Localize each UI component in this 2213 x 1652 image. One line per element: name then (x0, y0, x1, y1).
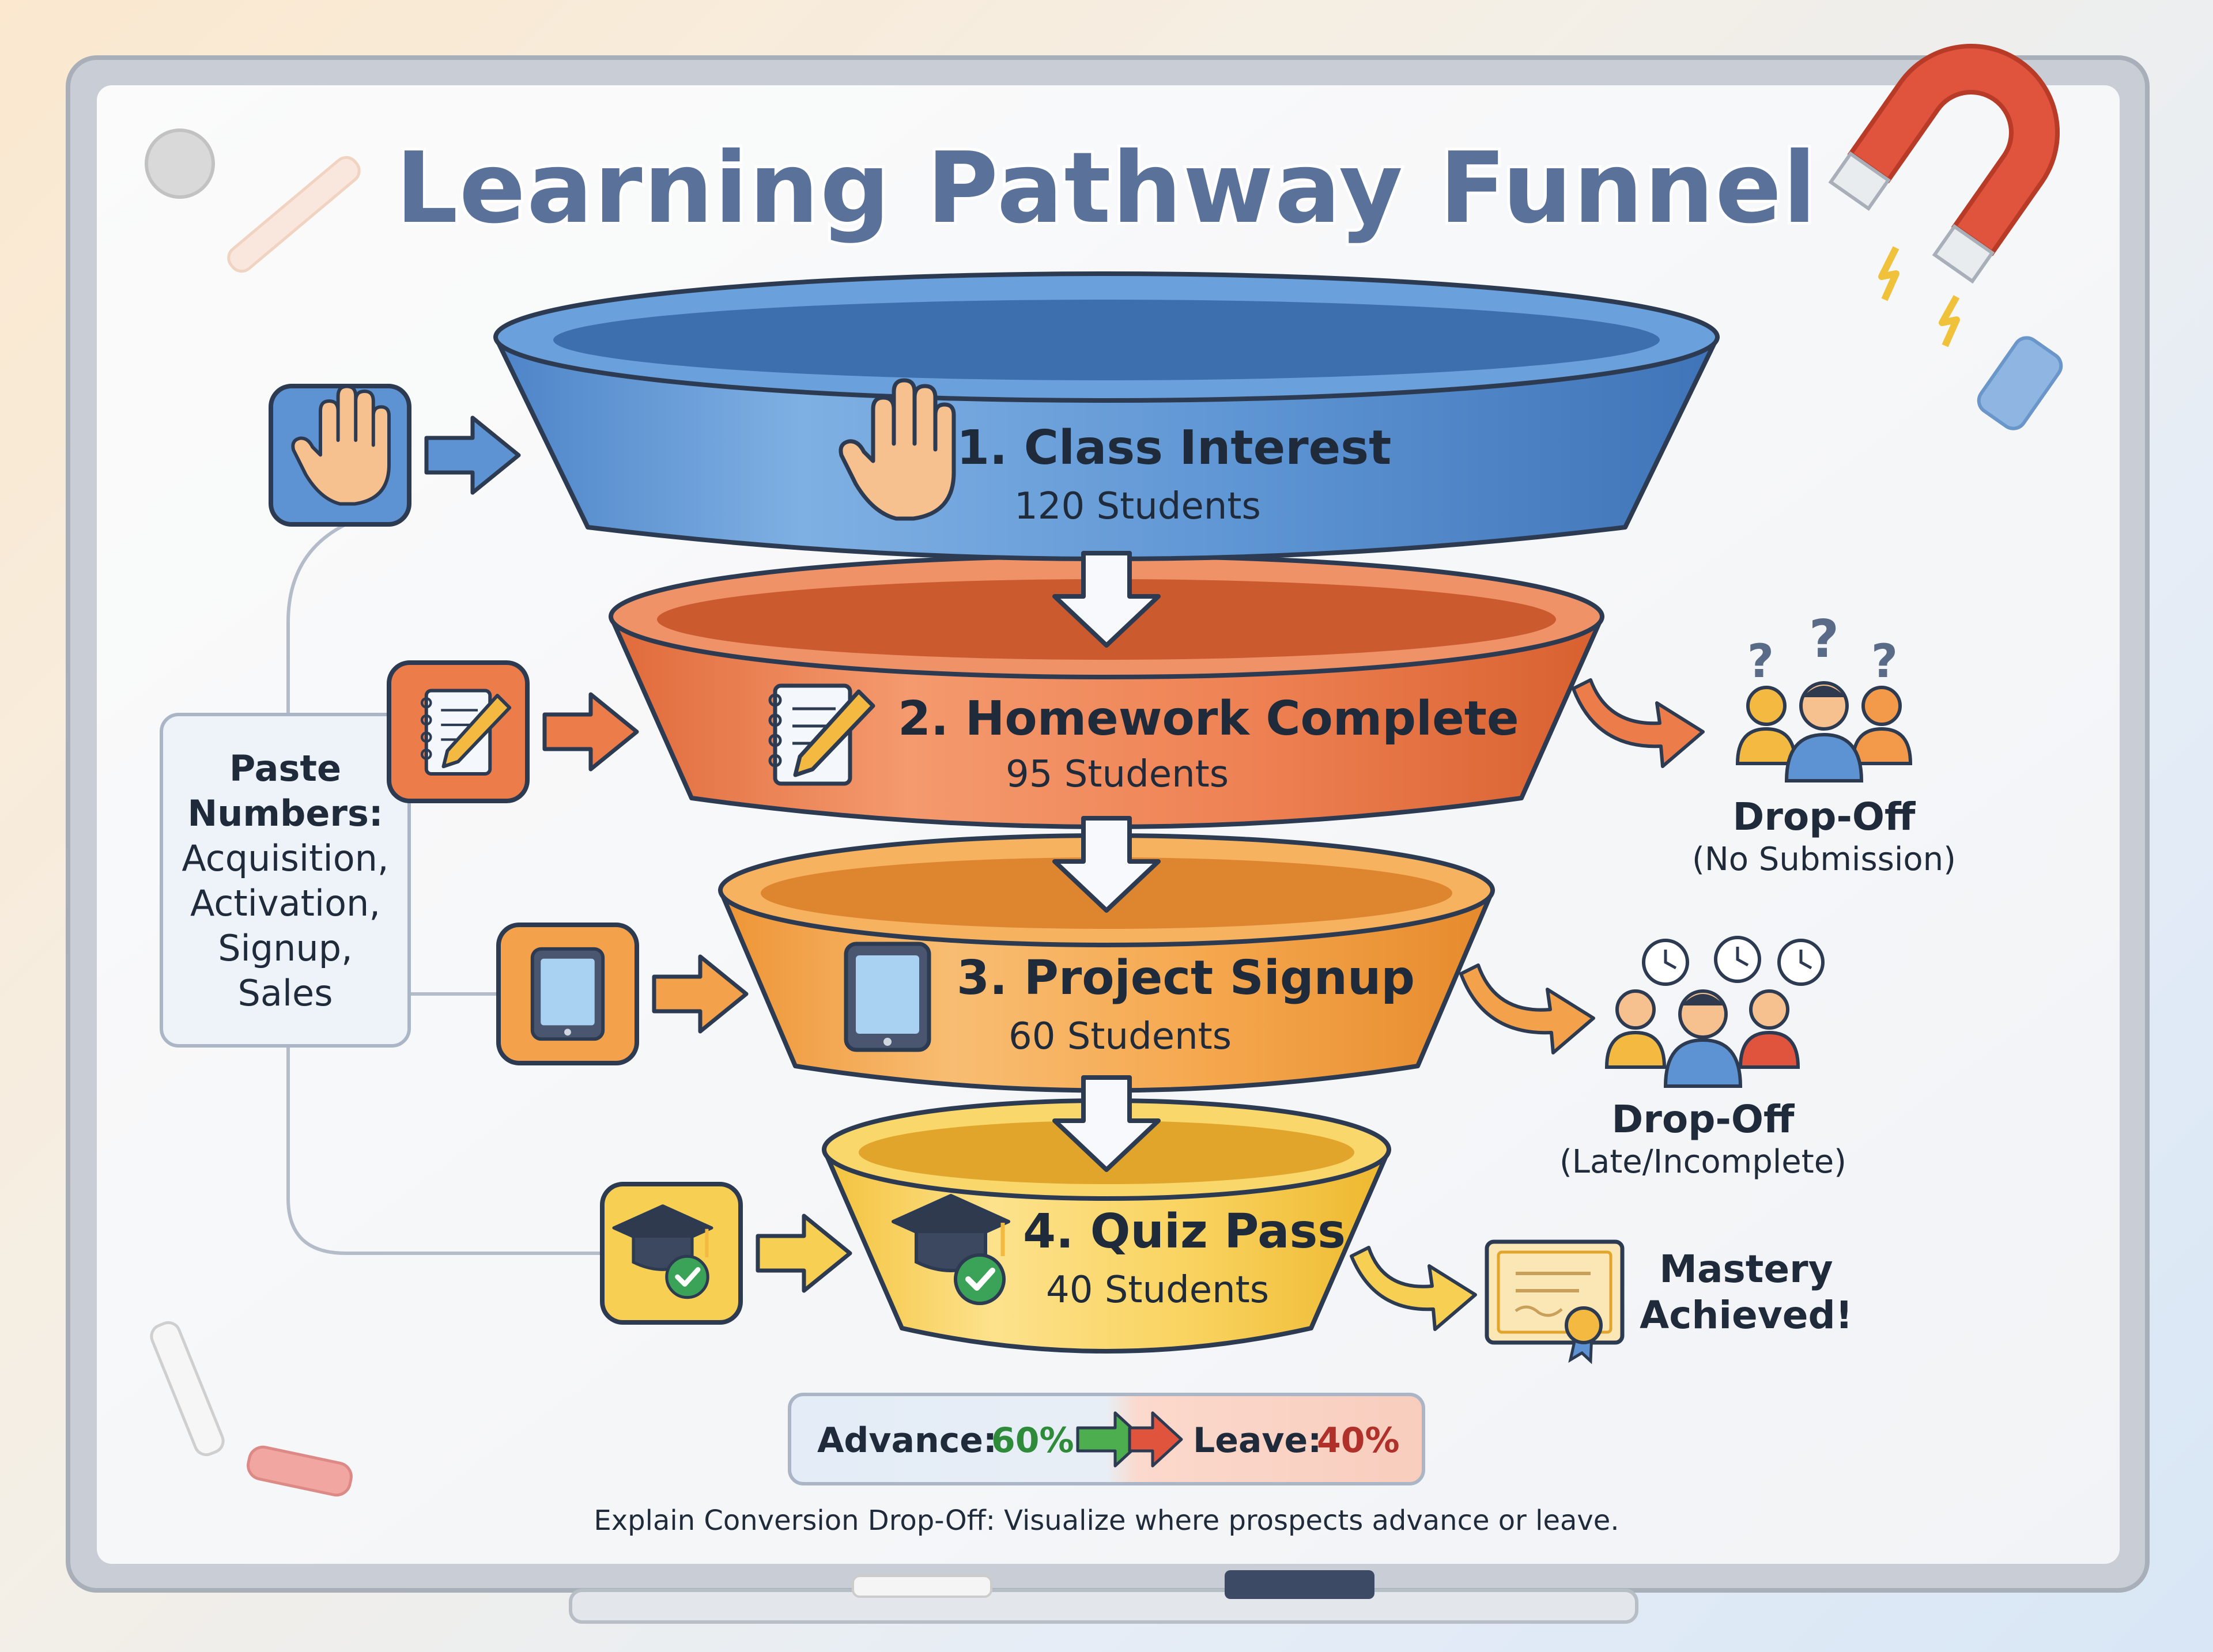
right-arrow-icon (424, 415, 521, 495)
drop-off-subtitle: (No Submission) (1692, 841, 1956, 878)
stage-2-tile (387, 660, 530, 803)
curved-arrow-icon (1459, 963, 1595, 1054)
chalk-on-tray (852, 1575, 992, 1598)
down-arrow-icon (1052, 1075, 1161, 1172)
side-note-heading-1: Paste (229, 747, 341, 789)
page-title: Learning Pathway Funnel (395, 131, 1817, 245)
stage-count: 40 Students (1046, 1269, 1269, 1311)
chalk-decoration-pink (247, 1445, 353, 1497)
stage-count: 120 Students (1014, 485, 1261, 528)
stage-title: 4. Quiz Pass (1023, 1204, 1346, 1259)
drop-off-title: Drop-Off (1733, 795, 1916, 839)
right-arrow-icon (652, 954, 749, 1034)
svg-text:?: ? (1809, 609, 1839, 670)
right-arrow-icon (756, 1214, 852, 1293)
leave-label: Leave: (1193, 1420, 1321, 1461)
stage-3-tile (496, 923, 639, 1065)
certificate-icon (1485, 1239, 1625, 1364)
magnet-dot-decoration (145, 128, 215, 199)
drop-off-title: Drop-Off (1612, 1097, 1795, 1141)
leave-value: 40% (1317, 1420, 1400, 1461)
side-note-heading-2: Numbers: (187, 792, 383, 834)
chalk-decoration-top (227, 156, 361, 273)
raised-hand-icon (839, 378, 956, 521)
tablet-icon (844, 942, 931, 1052)
summary-pill: Advance: 60% Leave: 40% (788, 1393, 1425, 1485)
tablet-icon (530, 947, 605, 1041)
graduation-cap-check-icon (612, 1204, 713, 1299)
spark-icon-1 (1878, 246, 1899, 301)
stage-4-tile (600, 1182, 743, 1325)
stage-count: 60 Students (1009, 1015, 1232, 1058)
side-note-item: Acquisition, (182, 837, 388, 879)
side-note-item: Signup, (218, 927, 353, 969)
clock-people-icon (1604, 936, 1825, 1088)
mastery-title-line-2: Achieved! (1640, 1293, 1853, 1337)
eraser-on-tray (1225, 1570, 1374, 1599)
stage-1-tile (269, 384, 411, 527)
notebook-pencil-icon (420, 689, 512, 776)
drop-off-subtitle: (Late/Incomplete) (1559, 1143, 1846, 1181)
side-note-item: Activation, (190, 882, 380, 924)
advance-label: Advance: (817, 1420, 997, 1461)
eraser-decoration (1977, 336, 2063, 430)
horseshoe-magnet-icon (1828, 44, 2060, 284)
stage-title: 2. Homework Complete (898, 691, 1519, 746)
leave-arrow-icon (1128, 1411, 1183, 1468)
funnel-stage-1 (493, 271, 1720, 561)
notebook-pencil-icon (768, 683, 875, 786)
funnel-stage-2 (609, 554, 1604, 829)
advance-arrow-icon (1076, 1411, 1146, 1468)
graduation-cap-check-icon (892, 1194, 1010, 1305)
raised-hand-icon (291, 384, 391, 506)
confused-people-icon: ? ? ? (1735, 609, 1913, 782)
curved-arrow-icon (1572, 678, 1705, 768)
down-arrow-icon (1052, 816, 1161, 913)
footer-caption: Explain Conversion Drop-Off: Visualize w… (594, 1504, 1619, 1537)
mastery-title-line-1: Mastery (1659, 1247, 1833, 1291)
stage-title: 1. Class Interest (957, 421, 1391, 475)
advance-value: 60% (991, 1420, 1074, 1461)
curved-arrow-icon (1350, 1246, 1477, 1331)
down-arrow-icon (1052, 551, 1161, 648)
board-tray (569, 1589, 1638, 1624)
stage-count: 95 Students (1006, 753, 1229, 796)
stage-title: 3. Project Signup (957, 951, 1415, 1005)
svg-text:?: ? (1747, 634, 1774, 688)
side-note-item: Sales (237, 972, 333, 1014)
spark-icon-2 (1939, 295, 1960, 347)
side-note-card (160, 713, 411, 1048)
svg-text:?: ? (1871, 634, 1898, 688)
right-arrow-icon (542, 692, 639, 772)
chalk-decoration-left (150, 1321, 225, 1457)
